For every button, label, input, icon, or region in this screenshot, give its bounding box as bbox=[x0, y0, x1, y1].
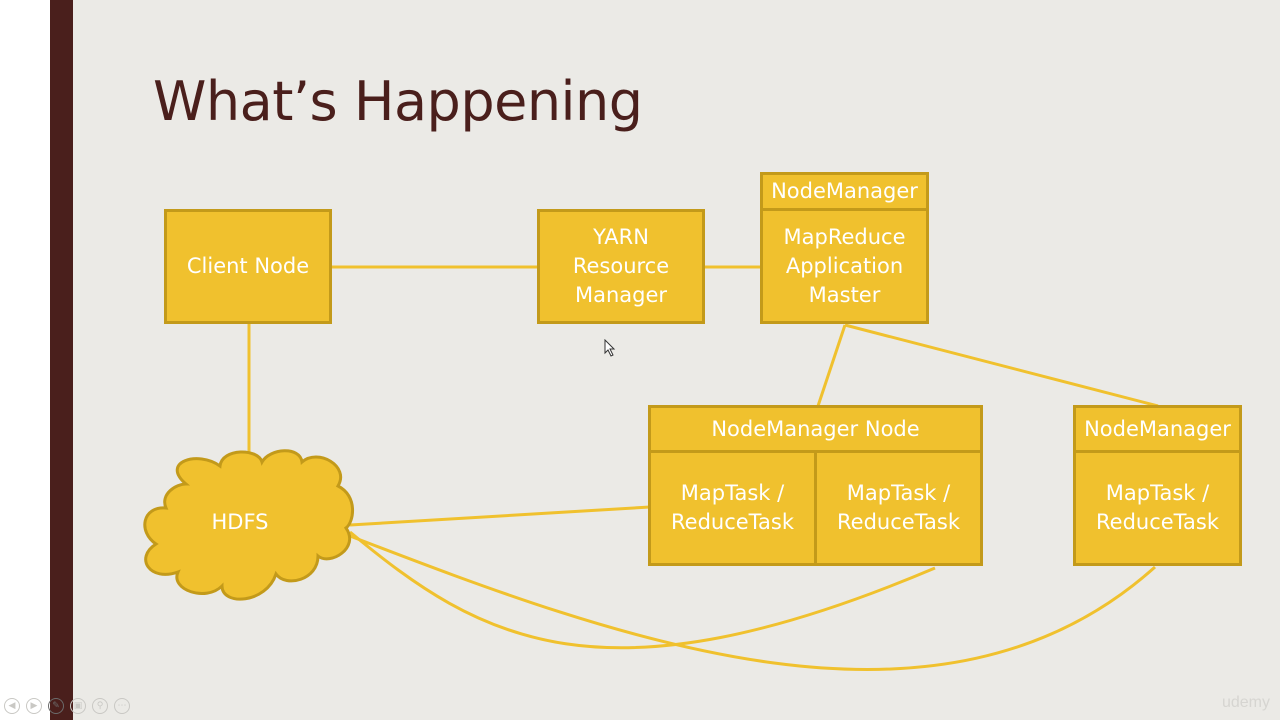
nodemanager-2-header: NodeManager bbox=[1076, 408, 1239, 450]
app-master-node: NodeManager MapReduce Application Master bbox=[760, 172, 929, 324]
pen-icon[interactable]: ✎ bbox=[48, 698, 64, 714]
zoom-icon[interactable]: ⚲ bbox=[92, 698, 108, 714]
nodemanager-2: NodeManager MapTask / ReduceTask bbox=[1073, 405, 1242, 566]
hdfs-to-nmnode-line bbox=[349, 505, 651, 527]
slides-icon[interactable]: ▣ bbox=[70, 698, 86, 714]
slideshow-controls: ◀ ▶ ✎ ▣ ⚲ ⋯ bbox=[4, 698, 130, 714]
hdfs-label: HDFS bbox=[211, 510, 269, 534]
udemy-watermark: udemy bbox=[1221, 694, 1270, 711]
mapreduce-application-master: MapReduce Application Master bbox=[763, 211, 926, 321]
hdfs-to-task2-curve bbox=[349, 530, 936, 650]
nodemanager-node: NodeManager Node MapTask / ReduceTask Ma… bbox=[648, 405, 983, 566]
next-icon[interactable]: ▶ bbox=[26, 698, 42, 714]
am-to-nmnode-line bbox=[816, 324, 847, 407]
hdfs-cloud bbox=[143, 449, 354, 601]
accent-bar bbox=[50, 0, 73, 720]
mouse-cursor-icon bbox=[604, 339, 616, 357]
app-master-node-header: NodeManager bbox=[763, 175, 926, 208]
left-margin bbox=[0, 0, 50, 720]
client-node-box: Client Node bbox=[164, 209, 332, 324]
hdfs-to-nm2-curve bbox=[349, 534, 1157, 672]
slide-title: What’s Happening bbox=[153, 70, 643, 133]
am-to-nm2-line bbox=[844, 323, 1159, 408]
map-reduce-task-1: MapTask / ReduceTask bbox=[651, 453, 814, 563]
nodemanager-node-header: NodeManager Node bbox=[651, 408, 980, 450]
more-icon[interactable]: ⋯ bbox=[114, 698, 130, 714]
map-reduce-task-2: MapTask / ReduceTask bbox=[817, 453, 980, 563]
prev-icon[interactable]: ◀ bbox=[4, 698, 20, 714]
yarn-resource-manager-box: YARN Resource Manager bbox=[537, 209, 705, 324]
map-reduce-task-3: MapTask / ReduceTask bbox=[1076, 453, 1239, 563]
